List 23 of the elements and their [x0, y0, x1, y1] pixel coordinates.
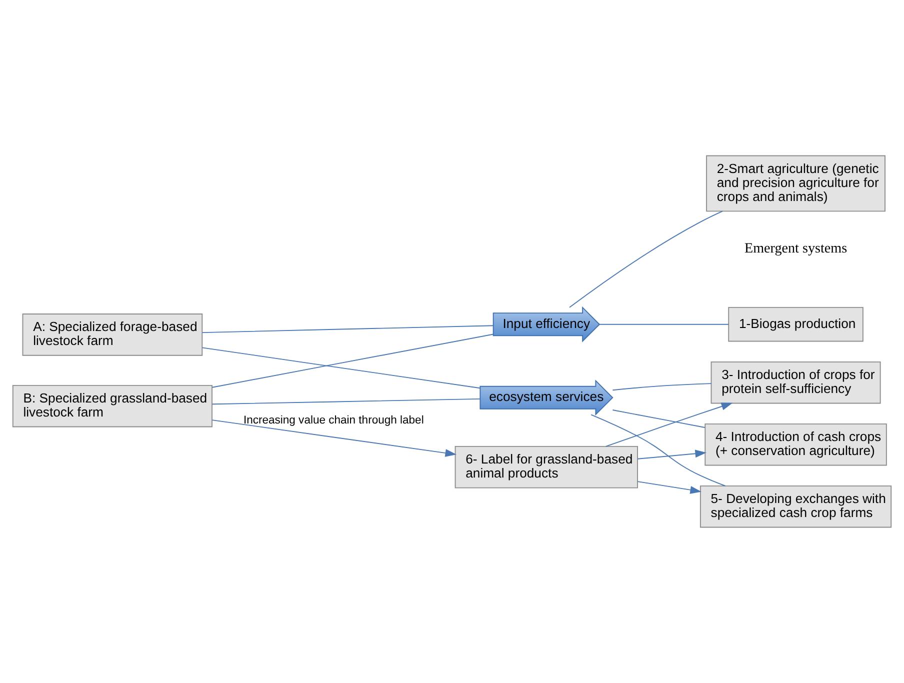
node-box: 4- Introduction of cash crops (+ conservation agriculture)	[704, 423, 887, 466]
node-box: 2-Smart agriculture (genetic and precision agriculture for crops and animals)	[706, 155, 886, 212]
node-box: A: Specialized forage-based livestock farm	[22, 314, 203, 356]
node-box: B: Specialized grassland-based livestock farm	[12, 384, 212, 428]
edge-label: Increasing value chain through label	[243, 414, 424, 427]
arrow	[605, 402, 733, 447]
label: Emergent systems	[744, 240, 848, 257]
node-box: 5- Developing exchanges with specialized cash crop farms	[700, 485, 892, 528]
node-box: 3- Introduction of crops for protein self-sufficiency	[710, 361, 881, 404]
connector	[599, 324, 730, 325]
connector	[612, 410, 706, 428]
connector	[612, 383, 712, 391]
connector	[569, 210, 723, 308]
connector	[202, 325, 494, 334]
connector	[202, 347, 481, 389]
node-box: 6- Label for grassland-based animal products	[454, 446, 638, 488]
node-box: 1-Biogas production	[728, 306, 864, 342]
connector	[212, 334, 494, 388]
arrow	[212, 420, 457, 457]
arrow	[637, 450, 706, 460]
connector	[212, 398, 480, 405]
arrow	[637, 481, 702, 494]
connector	[590, 414, 726, 486]
